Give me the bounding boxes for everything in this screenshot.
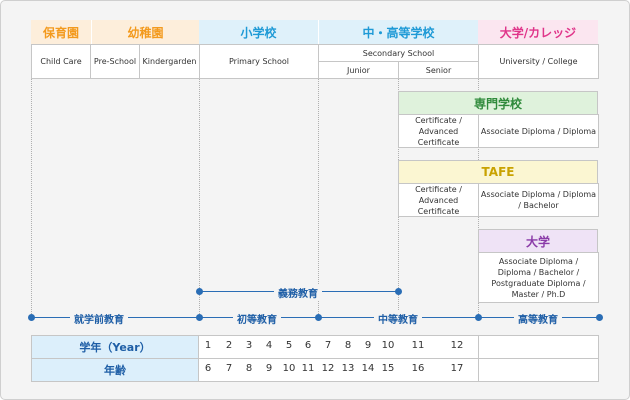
header-shougakkou: 小学校 <box>199 20 318 44</box>
senmon-left: Certificate / Advanced Certificate <box>398 114 479 148</box>
subheader-child-care: Child Care <box>31 44 91 79</box>
table-divider <box>199 358 478 359</box>
timeline-dot <box>596 314 603 321</box>
subheader-kindergarden: Kindergarden <box>139 44 200 79</box>
age-cell: 11 <box>301 363 315 374</box>
year-cell: 1 <box>204 340 212 351</box>
guide-line <box>318 79 319 316</box>
tafe-left: Certificate / Advanced Certificate <box>398 183 479 217</box>
shuugakumae-label: 就学前教育 <box>70 311 128 326</box>
header-daigaku: 大学/カレッジ <box>478 20 598 44</box>
header-hoikuen: 保育園 <box>31 20 91 44</box>
koutou-label: 高等教育 <box>514 311 562 326</box>
subheader-junior: Junior <box>318 61 399 79</box>
year-cell: 5 <box>285 340 293 351</box>
senmon-title: 専門学校 <box>398 91 598 114</box>
univ-title: 大学 <box>478 229 598 252</box>
univ-desc: Associate Diploma / Diploma / Bachelor /… <box>478 252 599 303</box>
guide-line <box>31 79 32 316</box>
age-row-empty <box>478 358 599 382</box>
age-cell: 12 <box>321 363 335 374</box>
age-cell: 7 <box>225 363 233 374</box>
year-cell: 11 <box>411 340 425 351</box>
age-cell: 16 <box>411 363 425 374</box>
year-cell: 10 <box>381 340 395 351</box>
age-cell: 6 <box>204 363 212 374</box>
tafe-title: TAFE <box>398 160 598 183</box>
guide-line <box>199 79 200 316</box>
age-cell: 8 <box>245 363 253 374</box>
timeline-dot <box>475 314 482 321</box>
header-youchien: 幼稚園 <box>91 20 199 44</box>
senmon-right: Associate Diploma / Diploma <box>478 114 599 148</box>
age-cell: 14 <box>361 363 375 374</box>
year-cell: 12 <box>450 340 464 351</box>
timeline-dot <box>315 314 322 321</box>
year-row-label: 学年（Year） <box>31 335 199 359</box>
subheader-senior: Senior <box>398 61 479 79</box>
age-cell: 10 <box>282 363 296 374</box>
age-row-label: 年齢 <box>31 358 199 382</box>
chuutou-label: 中等教育 <box>374 311 422 326</box>
subheader-primary: Primary School <box>199 44 319 79</box>
gimu-start-dot <box>196 288 203 295</box>
timeline-dot <box>196 314 203 321</box>
tafe-right: Associate Diploma / Diploma / Bachelor <box>478 183 599 217</box>
subheader-secondary: Secondary School <box>318 44 479 62</box>
gimu-end-dot <box>395 288 402 295</box>
year-cell: 8 <box>344 340 352 351</box>
year-cell: 6 <box>304 340 312 351</box>
year-row-empty <box>478 335 599 359</box>
year-cell: 2 <box>225 340 233 351</box>
header-chuukou: 中・高等学校 <box>318 20 478 44</box>
subheader-pre-school: Pre-School <box>90 44 140 79</box>
age-cell: 15 <box>381 363 395 374</box>
year-cell: 4 <box>265 340 273 351</box>
year-cell: 7 <box>324 340 332 351</box>
year-cell: 3 <box>245 340 253 351</box>
gimu-label: 義務教育 <box>274 285 322 300</box>
shotou-label: 初等教育 <box>233 311 281 326</box>
age-cell: 9 <box>265 363 273 374</box>
age-cell: 13 <box>341 363 355 374</box>
year-cell: 9 <box>364 340 372 351</box>
age-cell: 17 <box>450 363 464 374</box>
timeline-dot <box>28 314 35 321</box>
subheader-university: University / College <box>478 44 599 79</box>
